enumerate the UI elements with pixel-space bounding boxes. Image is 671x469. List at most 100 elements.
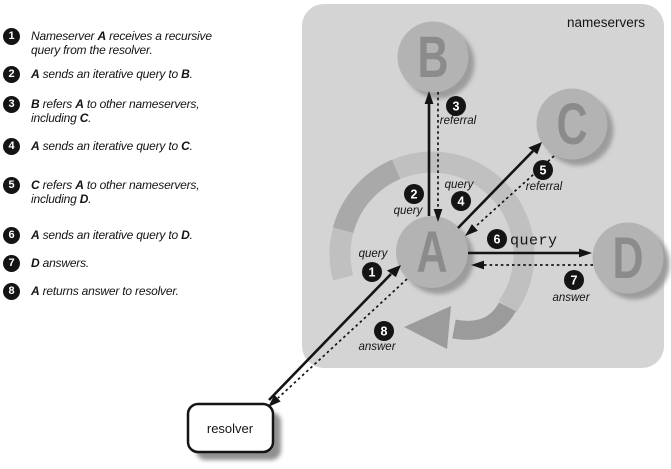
marker-7: 7 answer: [552, 270, 591, 304]
step-text-part: .: [88, 192, 92, 206]
node-nameserver-b: B: [397, 21, 469, 93]
marker-6-badge: [487, 229, 507, 249]
marker-3-label: referral: [440, 115, 477, 127]
step-text-server-name: A: [31, 228, 40, 242]
step-text: A sends an iterative query to D.: [31, 227, 243, 242]
node-d-circle: [592, 222, 664, 294]
arrow-4-head-icon: [528, 142, 542, 155]
step-text-part: refers: [39, 97, 76, 111]
step-text-part: .: [189, 228, 193, 242]
node-nameserver-d: D: [592, 222, 664, 294]
arrow-1-query-resolver-to-a: [268, 265, 401, 401]
arrow-2-head-icon: [424, 91, 434, 104]
marker-2-label: query: [394, 205, 424, 217]
marker-1: 1 query: [359, 248, 389, 282]
node-c-letter: C: [557, 92, 588, 157]
marker-6: 6 query: [487, 229, 557, 250]
arrow-6-head-icon: [579, 248, 592, 258]
arrow-3-head-icon: [433, 209, 443, 222]
marker-5-badge: [533, 160, 553, 180]
marker-5: 5 referral: [526, 160, 563, 193]
step-text-part: sends an iterative query to: [39, 228, 182, 242]
marker-1-number: 1: [369, 266, 376, 280]
marker-4-label: query: [445, 179, 475, 191]
step-number-badge: 7: [3, 255, 20, 272]
marker-7-number: 7: [571, 274, 578, 288]
step-text-server-name: A: [31, 139, 40, 153]
marker-4-badge: [451, 191, 471, 211]
step-number-badge: 1: [3, 28, 20, 45]
marker-8-number: 8: [381, 325, 388, 339]
marker-2: 2 query: [394, 184, 424, 217]
node-c-circle: [536, 88, 608, 160]
arrow-6-query-a-to-d: [468, 248, 592, 258]
arrow-5-head-icon: [465, 224, 478, 236]
node-b-circle: [397, 21, 469, 93]
step-number-badge: 4: [3, 138, 20, 155]
node-nameserver-a: A: [396, 216, 468, 288]
step-text: B refers A to other nameservers, includi…: [31, 96, 243, 125]
step-text-part: sends an iterative query to: [39, 67, 182, 81]
resolution-cycle-ring-dark-segment: [332, 159, 401, 234]
step-item-1: 1 Nameserver A receives a recursive query…: [3, 28, 243, 57]
step-text-server-name: B: [181, 67, 190, 81]
arrow-2-query-a-to-b: [424, 91, 434, 216]
nameservers-region-label: nameservers: [567, 15, 645, 30]
resolver-box-rect: [186, 402, 275, 454]
step-text-part: returns answer to resolver.: [39, 284, 179, 298]
step-number-badge: 6: [3, 227, 20, 244]
marker-3-badge: [446, 96, 466, 116]
arrow-1-head-icon: [386, 265, 401, 278]
step-text-server-name: C: [31, 178, 40, 192]
marker-8: 8 answer: [358, 321, 397, 353]
marker-4-number: 4: [458, 195, 465, 209]
marker-1-label: query: [359, 248, 389, 260]
step-text-part: receives a recursive query from the reso…: [31, 29, 212, 57]
node-a-letter: A: [417, 220, 448, 285]
marker-5-label: referral: [526, 181, 563, 193]
step-number-badge: 2: [3, 66, 20, 83]
arrow-8-line: [277, 278, 408, 399]
step-text-part: refers: [39, 178, 76, 192]
step-text-part: to other nameservers, including: [31, 178, 200, 206]
arrow-4-query-a-to-c: [457, 142, 542, 229]
step-text-server-name: C: [181, 139, 190, 153]
step-text-server-name: A: [75, 178, 84, 192]
arrow-4-line: [457, 150, 534, 229]
marker-2-badge: [404, 184, 424, 204]
step-text-server-name: D: [181, 228, 190, 242]
marker-7-badge: [564, 270, 584, 290]
marker-4: 4 query: [445, 179, 475, 211]
step-text-server-name: C: [79, 111, 89, 125]
step-text-server-name: A: [75, 97, 84, 111]
step-number-badge: 8: [3, 283, 20, 300]
step-text-part: answers.: [39, 256, 90, 270]
arrow-3-referral-b-to-a: [433, 92, 443, 222]
resolver-box: resolver: [186, 402, 281, 460]
step-text: Nameserver A receives a recursive query …: [31, 28, 243, 57]
marker-5-number: 5: [540, 164, 547, 178]
arrow-8-answer-a-to-resolver: [268, 278, 408, 407]
step-text-server-name: A: [31, 284, 40, 298]
marker-1-badge: [362, 262, 382, 282]
marker-3-number: 3: [453, 100, 460, 114]
step-text: A sends an iterative query to B.: [31, 66, 243, 81]
node-b-letter: B: [418, 25, 449, 90]
arrow-7-answer-d-to-a: [471, 260, 593, 270]
step-text-part: sends an iterative query to: [39, 139, 182, 153]
step-text-server-name: A: [31, 67, 40, 81]
step-text-part: to other nameservers, including: [31, 97, 200, 125]
step-text-part: .: [189, 67, 193, 81]
marker-3: 3 referral: [440, 96, 477, 127]
step-text-part: .: [189, 139, 193, 153]
arrow-1-line: [268, 273, 392, 401]
resolver-label: resolver: [207, 421, 254, 436]
